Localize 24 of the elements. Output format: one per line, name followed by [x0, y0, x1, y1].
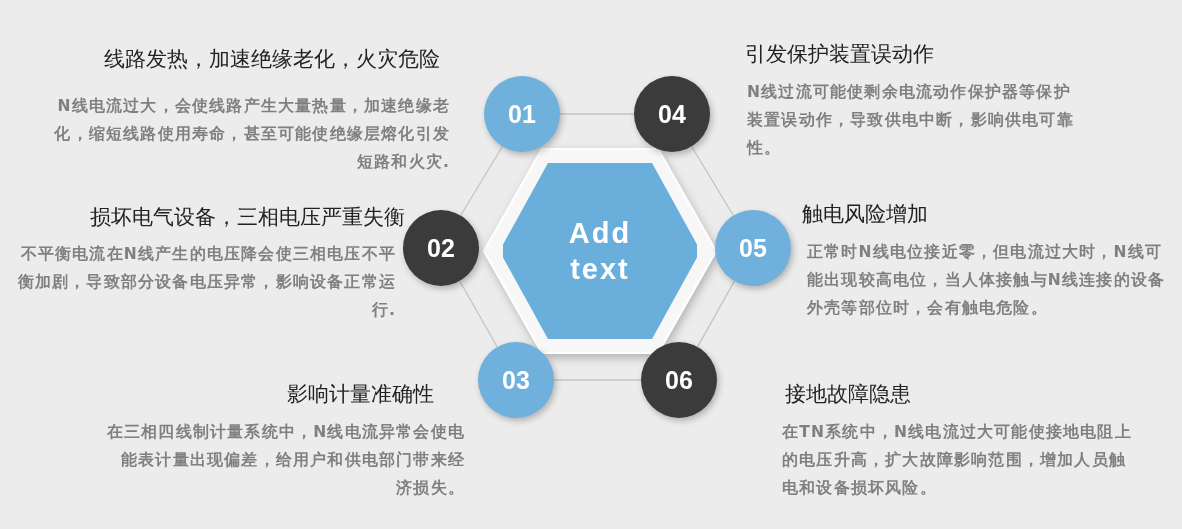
connector-line: [460, 145, 503, 217]
connector-line: [459, 280, 498, 348]
heading: 触电风险增加: [802, 201, 928, 228]
description: N线电流过大，会使线路产生大量热量，加速绝缘老化，缩短线路使用寿命，甚至可能使绝缘层熔化引发短路和火灾.: [53, 96, 450, 173]
connector-line: [691, 145, 734, 217]
heading: 线路发热，加速绝缘老化，火灾危险: [104, 46, 440, 73]
description: 在三相四线制计量系统中，N线电流异常会使电能表计量出现偏差，给用户和供电部门带来经济损失。: [105, 422, 465, 499]
hexagon: [503, 163, 697, 339]
heading: 影响计量准确性: [287, 381, 434, 408]
hexagon-label: Add text: [567, 216, 633, 287]
number-circle: 05: [715, 210, 791, 286]
number-circle: 06: [641, 342, 717, 418]
number-circle: 01: [484, 76, 560, 152]
number-circle: 02: [403, 210, 479, 286]
description: N线过流可能使剩余电流动作保护器等保护装置误动作，导致供电中断，影响供电可靠性。: [747, 82, 1075, 159]
description: 不平衡电流在N线产生的电压降会使三相电压不平衡加剧，导致部分设备电压异常，影响设备正常运行.: [16, 244, 396, 321]
number-circle: 03: [478, 342, 554, 418]
heading: 引发保护装置误动作: [745, 41, 934, 68]
heading: 接地故障隐患: [785, 381, 911, 408]
connector-line: [696, 280, 736, 348]
description: 在TN系统中，N线电流过大可能使接地电阻上的电压升高，扩大故障影响范围，增加人员触电和设备损坏风险。: [782, 422, 1132, 499]
heading: 损坏电气设备，三相电压严重失衡: [90, 204, 405, 231]
number-circle: 04: [634, 76, 710, 152]
description: 正常时N线电位接近零，但电流过大时，N线可能出现较高电位，当人体接触与N线连接的设备外壳等部位时，会有触电危险。: [807, 242, 1167, 319]
